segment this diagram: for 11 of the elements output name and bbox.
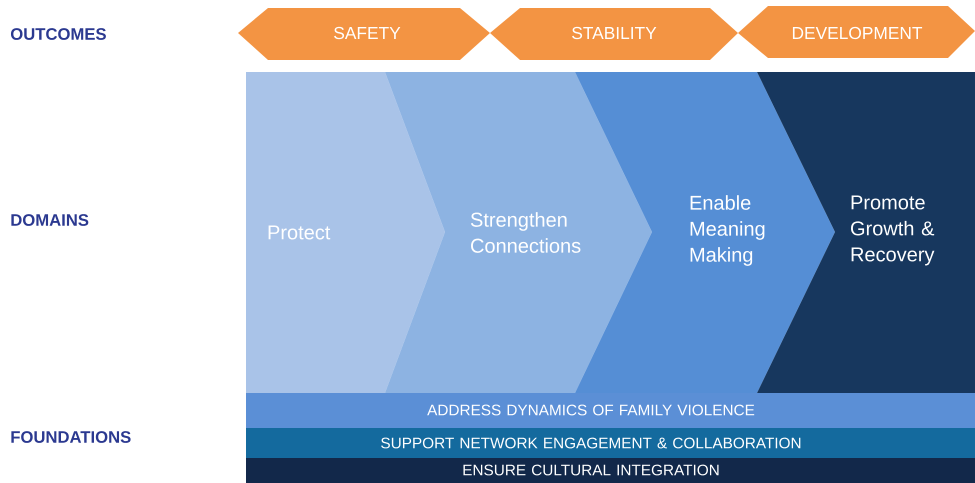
foundation-band: ENSURE CULTURAL INTEGRATION: [246, 458, 975, 483]
row-heading: OUTCOMES: [10, 28, 106, 40]
outcome-hexagon: DEVELOPMENT: [738, 6, 975, 58]
outcome-hexagon: SAFETY: [238, 8, 490, 60]
domain-panel: Protect: [246, 72, 445, 393]
row-heading: DOMAINS: [11, 214, 88, 226]
outcome-hexagon: STABILITY: [490, 8, 738, 60]
foundation-band: ADDRESS DYNAMICS OF FAMILY VIOLENCE: [246, 393, 975, 428]
row-heading: FOUNDATIONS: [11, 431, 131, 443]
domain-panel: Strengthen Connections: [385, 72, 652, 393]
foundation-band: SUPPORT NETWORK ENGAGEMENT & COLLABORATION: [246, 428, 975, 458]
